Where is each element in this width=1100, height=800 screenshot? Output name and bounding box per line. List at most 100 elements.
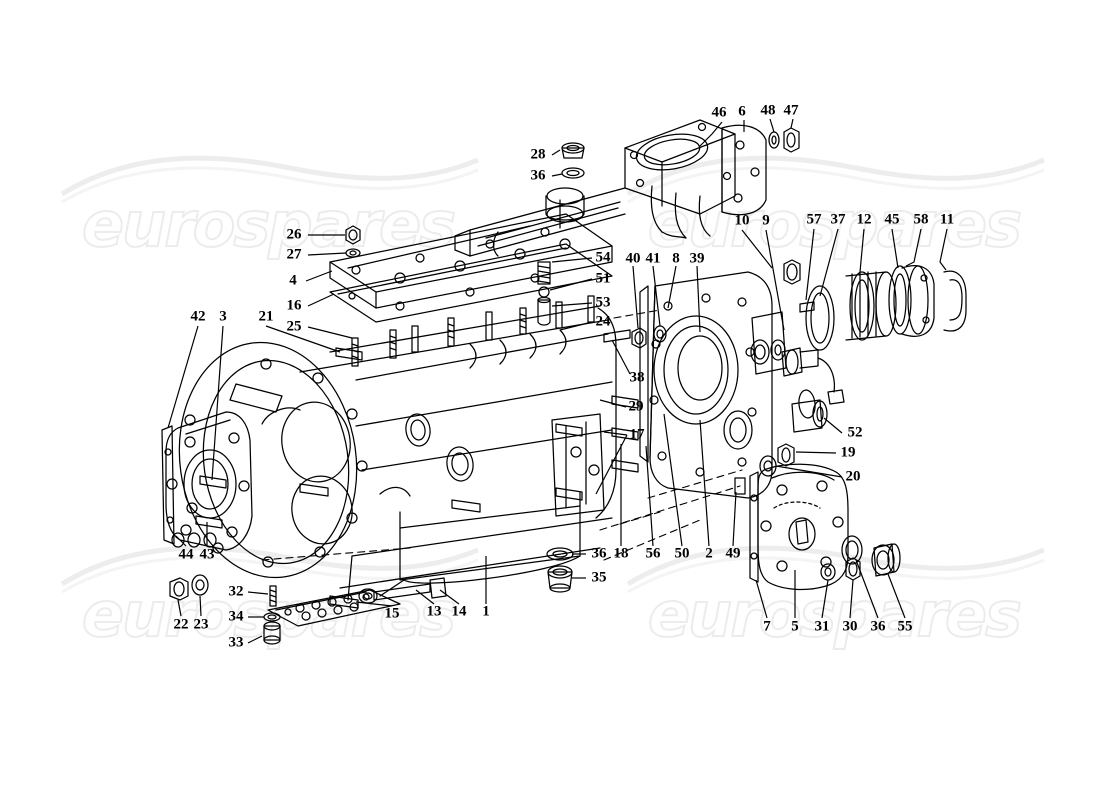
callout-49[interactable]: 49: [725, 545, 741, 562]
part-bushing-52: [791, 389, 828, 433]
callout-5[interactable]: 5: [791, 618, 799, 635]
leader-lines: [167, 118, 948, 644]
part-washer-27: [345, 248, 361, 258]
part-flange-42: [161, 425, 175, 545]
part-top-cover-4: [329, 213, 613, 309]
part-plug-33: [263, 621, 281, 645]
part-studs-29-17: [555, 395, 639, 501]
callout-23[interactable]: 23: [193, 616, 209, 633]
callout-16[interactable]: 16: [286, 297, 302, 314]
callout-52[interactable]: 52: [847, 424, 863, 441]
callout-32[interactable]: 32: [228, 583, 244, 600]
callout-15[interactable]: 15: [384, 605, 400, 622]
callout-24[interactable]: 24: [595, 313, 611, 330]
callout-1[interactable]: 1: [482, 603, 490, 620]
callout-9[interactable]: 9: [762, 212, 770, 229]
callout-48[interactable]: 48: [760, 102, 776, 119]
callout-39[interactable]: 39: [689, 250, 705, 267]
callout-6[interactable]: 6: [738, 103, 746, 120]
callout-18[interactable]: 18: [613, 545, 629, 562]
callout-58[interactable]: 58: [913, 211, 929, 228]
part-nut-10: [783, 259, 801, 285]
callout-38[interactable]: 38: [629, 369, 645, 386]
part-bracket: [551, 413, 605, 517]
part-nut-19: [777, 443, 795, 467]
callout-44[interactable]: 44: [178, 546, 194, 563]
part-selector-tower: [624, 119, 736, 239]
part-nut-30: [845, 557, 861, 581]
callout-29[interactable]: 29: [628, 398, 644, 415]
part-washer-22: [169, 577, 189, 601]
callout-37[interactable]: 37: [830, 211, 846, 228]
part-seal-57: [799, 301, 815, 313]
part-stud-38: [603, 329, 631, 343]
callout-28[interactable]: 28: [530, 146, 546, 163]
part-washer-34: [263, 612, 281, 622]
callout-26[interactable]: 26: [286, 226, 302, 243]
callout-14[interactable]: 14: [451, 603, 467, 620]
callout-13[interactable]: 13: [426, 603, 442, 620]
part-main-casing: [178, 305, 617, 609]
callout-4[interactable]: 4: [289, 272, 297, 289]
callout-3[interactable]: 3: [219, 308, 227, 325]
callout-55[interactable]: 55: [897, 618, 913, 635]
callout-57[interactable]: 57: [806, 211, 822, 228]
callout-21[interactable]: 21: [258, 308, 274, 325]
callout-11[interactable]: 11: [939, 211, 955, 228]
callout-10[interactable]: 10: [734, 212, 750, 229]
part-ball-51: [538, 286, 550, 298]
callout-45[interactable]: 45: [884, 211, 900, 228]
callout-50[interactable]: 50: [674, 545, 690, 562]
part-washer-20: [759, 455, 777, 477]
callout-33[interactable]: 33: [228, 634, 244, 651]
callout-53[interactable]: 53: [595, 294, 611, 311]
part-plug-35: [547, 565, 573, 593]
callout-36b[interactable]: 36: [591, 545, 607, 562]
part-plunger-53: [537, 296, 551, 326]
callout-43[interactable]: 43: [199, 546, 215, 563]
callout-25[interactable]: 25: [286, 318, 302, 335]
callout-40[interactable]: 40: [625, 250, 641, 267]
callout-36a[interactable]: 36: [530, 167, 546, 184]
part-plate-7: [749, 471, 759, 583]
part-nut-47: [783, 127, 800, 153]
part-studs-44-43: [171, 475, 227, 548]
callout-54[interactable]: 54: [595, 249, 611, 266]
part-ring-40: [631, 327, 647, 349]
part-washer-10b: [750, 339, 770, 365]
part-bush-55: [871, 543, 901, 577]
callout-20[interactable]: 20: [845, 468, 861, 485]
callout-46[interactable]: 46: [711, 104, 727, 121]
part-ring-49: [734, 477, 746, 495]
callout-27[interactable]: 27: [286, 246, 302, 263]
callout-35[interactable]: 35: [591, 569, 607, 586]
part-magnet-plate-15: [267, 589, 401, 627]
part-seal-36-right: [841, 535, 863, 565]
part-retainer-3: [165, 411, 253, 551]
callout-56[interactable]: 56: [645, 545, 661, 562]
callout-36c[interactable]: 36: [870, 618, 886, 635]
part-washer-36-top: [561, 167, 585, 179]
callout-8[interactable]: 8: [672, 250, 680, 267]
callout-19[interactable]: 19: [840, 444, 856, 461]
callout-42[interactable]: 42: [190, 308, 206, 325]
callout-22[interactable]: 22: [173, 616, 189, 633]
callout-47[interactable]: 47: [783, 102, 799, 119]
callout-34[interactable]: 34: [228, 608, 244, 625]
callout-2[interactable]: 2: [705, 545, 713, 562]
part-nut-26: [345, 225, 361, 245]
callout-31[interactable]: 31: [814, 618, 830, 635]
callout-7[interactable]: 7: [763, 618, 771, 635]
part-bearing-12: [845, 271, 897, 341]
callout-12[interactable]: 12: [856, 211, 872, 228]
callout-51[interactable]: 51: [595, 270, 611, 287]
part-sensor-9: [781, 347, 845, 405]
part-spring-54: [537, 261, 551, 285]
part-ring-45: [888, 265, 912, 335]
callout-41[interactable]: 41: [645, 250, 661, 267]
callout-30[interactable]: 30: [842, 618, 858, 635]
part-washer-48: [768, 131, 780, 149]
callout-17[interactable]: 17: [629, 426, 645, 443]
part-side-cover-5: [757, 463, 849, 591]
